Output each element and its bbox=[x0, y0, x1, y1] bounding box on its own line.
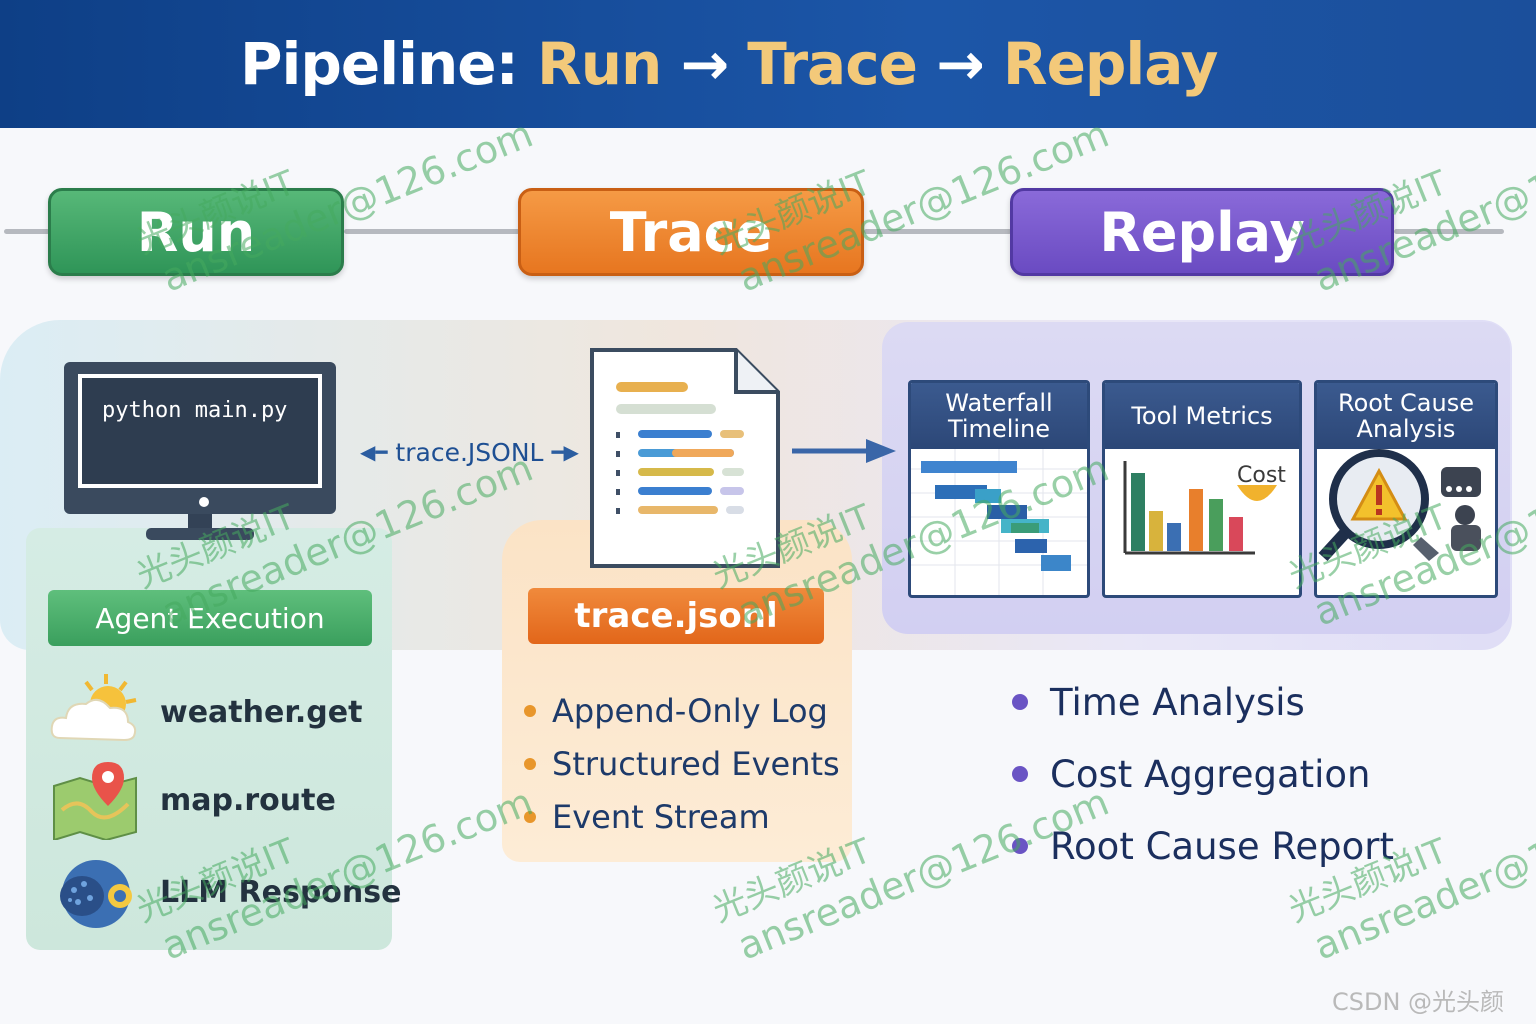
title-step-replay: Replay bbox=[1002, 30, 1219, 98]
trace-panel bbox=[502, 520, 852, 862]
trace-stream-label: ◀━ trace.JSONL ━▶ bbox=[360, 434, 582, 470]
magnifier-warning-icon bbox=[1318, 449, 1481, 562]
tool-row-weather: weather.get bbox=[48, 672, 388, 752]
replay-bullet: Cost Aggregation bbox=[1012, 738, 1394, 810]
replay-bullet-text: Cost Aggregation bbox=[1050, 752, 1371, 796]
cost-label: Cost bbox=[1237, 463, 1286, 488]
tool-row-llm: LLM Response bbox=[48, 852, 401, 932]
bullet-dot-icon bbox=[1012, 694, 1028, 710]
trace-bullet-list: Append-Only Log Structured Events Event … bbox=[524, 684, 840, 843]
trace-bullet: Append-Only Log bbox=[524, 684, 840, 737]
root-cause-title: Root Cause Analysis bbox=[1317, 383, 1495, 449]
agent-execution-header: Agent Execution bbox=[48, 590, 372, 646]
source-credit: CSDN @光头颜 bbox=[1332, 988, 1505, 1016]
document-icon bbox=[590, 348, 780, 568]
timeline-rail-right bbox=[1394, 229, 1504, 234]
stage-run: Run bbox=[48, 188, 344, 276]
timeline-rail-left bbox=[4, 229, 50, 234]
title-prefix: Pipeline: bbox=[240, 30, 538, 98]
waterfall-chart-icon bbox=[911, 449, 1087, 595]
waterfall-timeline-card: Waterfall Timeline bbox=[908, 380, 1090, 598]
waterfall-timeline-title: Waterfall Timeline bbox=[911, 383, 1087, 449]
arrow-right-icon: ━▶ bbox=[551, 440, 579, 464]
tool-label-map: map.route bbox=[160, 782, 336, 818]
map-pin-icon bbox=[53, 762, 137, 840]
title-arrow-1: → bbox=[661, 30, 748, 98]
replay-bullet-list: Time Analysis Cost Aggregation Root Caus… bbox=[1012, 666, 1394, 882]
monitor-icon bbox=[64, 362, 336, 540]
trace-bullet-text: Append-Only Log bbox=[552, 691, 828, 730]
title-step-run: Run bbox=[537, 30, 662, 98]
bullet-dot-icon bbox=[1012, 766, 1028, 782]
bullet-dot-icon bbox=[524, 810, 536, 823]
trace-stream-text: trace.JSONL bbox=[395, 437, 544, 467]
tool-label-weather: weather.get bbox=[160, 694, 363, 730]
trace-bullet-text: Event Stream bbox=[552, 797, 770, 836]
replay-bullet-text: Time Analysis bbox=[1050, 680, 1305, 724]
stage-replay-label: Replay bbox=[1099, 200, 1305, 264]
stage-trace-label: Trace bbox=[609, 200, 773, 264]
replay-bullet: Time Analysis bbox=[1012, 666, 1394, 738]
tool-metrics-card: Tool Metrics Cost bbox=[1102, 380, 1302, 598]
tool-label-llm: LLM Response bbox=[160, 874, 402, 910]
page-title: Pipeline: Run → Trace → Replay bbox=[240, 30, 1219, 110]
timeline-rail-2 bbox=[864, 229, 1012, 234]
trace-bullet: Event Stream bbox=[524, 790, 840, 843]
root-cause-analysis-card: Root Cause Analysis bbox=[1314, 380, 1498, 598]
stage-run-label: Run bbox=[136, 200, 256, 264]
replay-bullet-text: Root Cause Report bbox=[1050, 824, 1395, 868]
title-step-trace: Trace bbox=[747, 30, 918, 98]
weather-cloud-sun-icon bbox=[50, 674, 137, 742]
title-banner bbox=[0, 0, 1536, 128]
replay-bullet: Root Cause Report bbox=[1012, 810, 1394, 882]
trace-bullet: Structured Events bbox=[524, 737, 840, 790]
title-arrow-2: → bbox=[916, 30, 1003, 98]
tool-row-map: map.route bbox=[48, 760, 388, 840]
tool-metrics-title: Tool Metrics bbox=[1105, 383, 1299, 449]
trace-bullet-text: Structured Events bbox=[552, 744, 840, 783]
trace-file-header: trace.jsonl bbox=[528, 588, 824, 644]
command-text: python main.py bbox=[102, 398, 288, 423]
bullet-dot-icon bbox=[1012, 838, 1028, 854]
bar-chart-icon bbox=[1123, 461, 1277, 555]
llm-brain-icon bbox=[60, 860, 132, 928]
timeline-rail-1 bbox=[344, 229, 520, 234]
stage-trace: Trace bbox=[518, 188, 864, 276]
bullet-dot-icon bbox=[524, 704, 536, 717]
arrow-left-icon: ◀━ bbox=[360, 440, 388, 464]
bullet-dot-icon bbox=[524, 757, 536, 770]
flow-arrow-icon bbox=[792, 439, 896, 463]
stage-replay: Replay bbox=[1010, 188, 1394, 276]
